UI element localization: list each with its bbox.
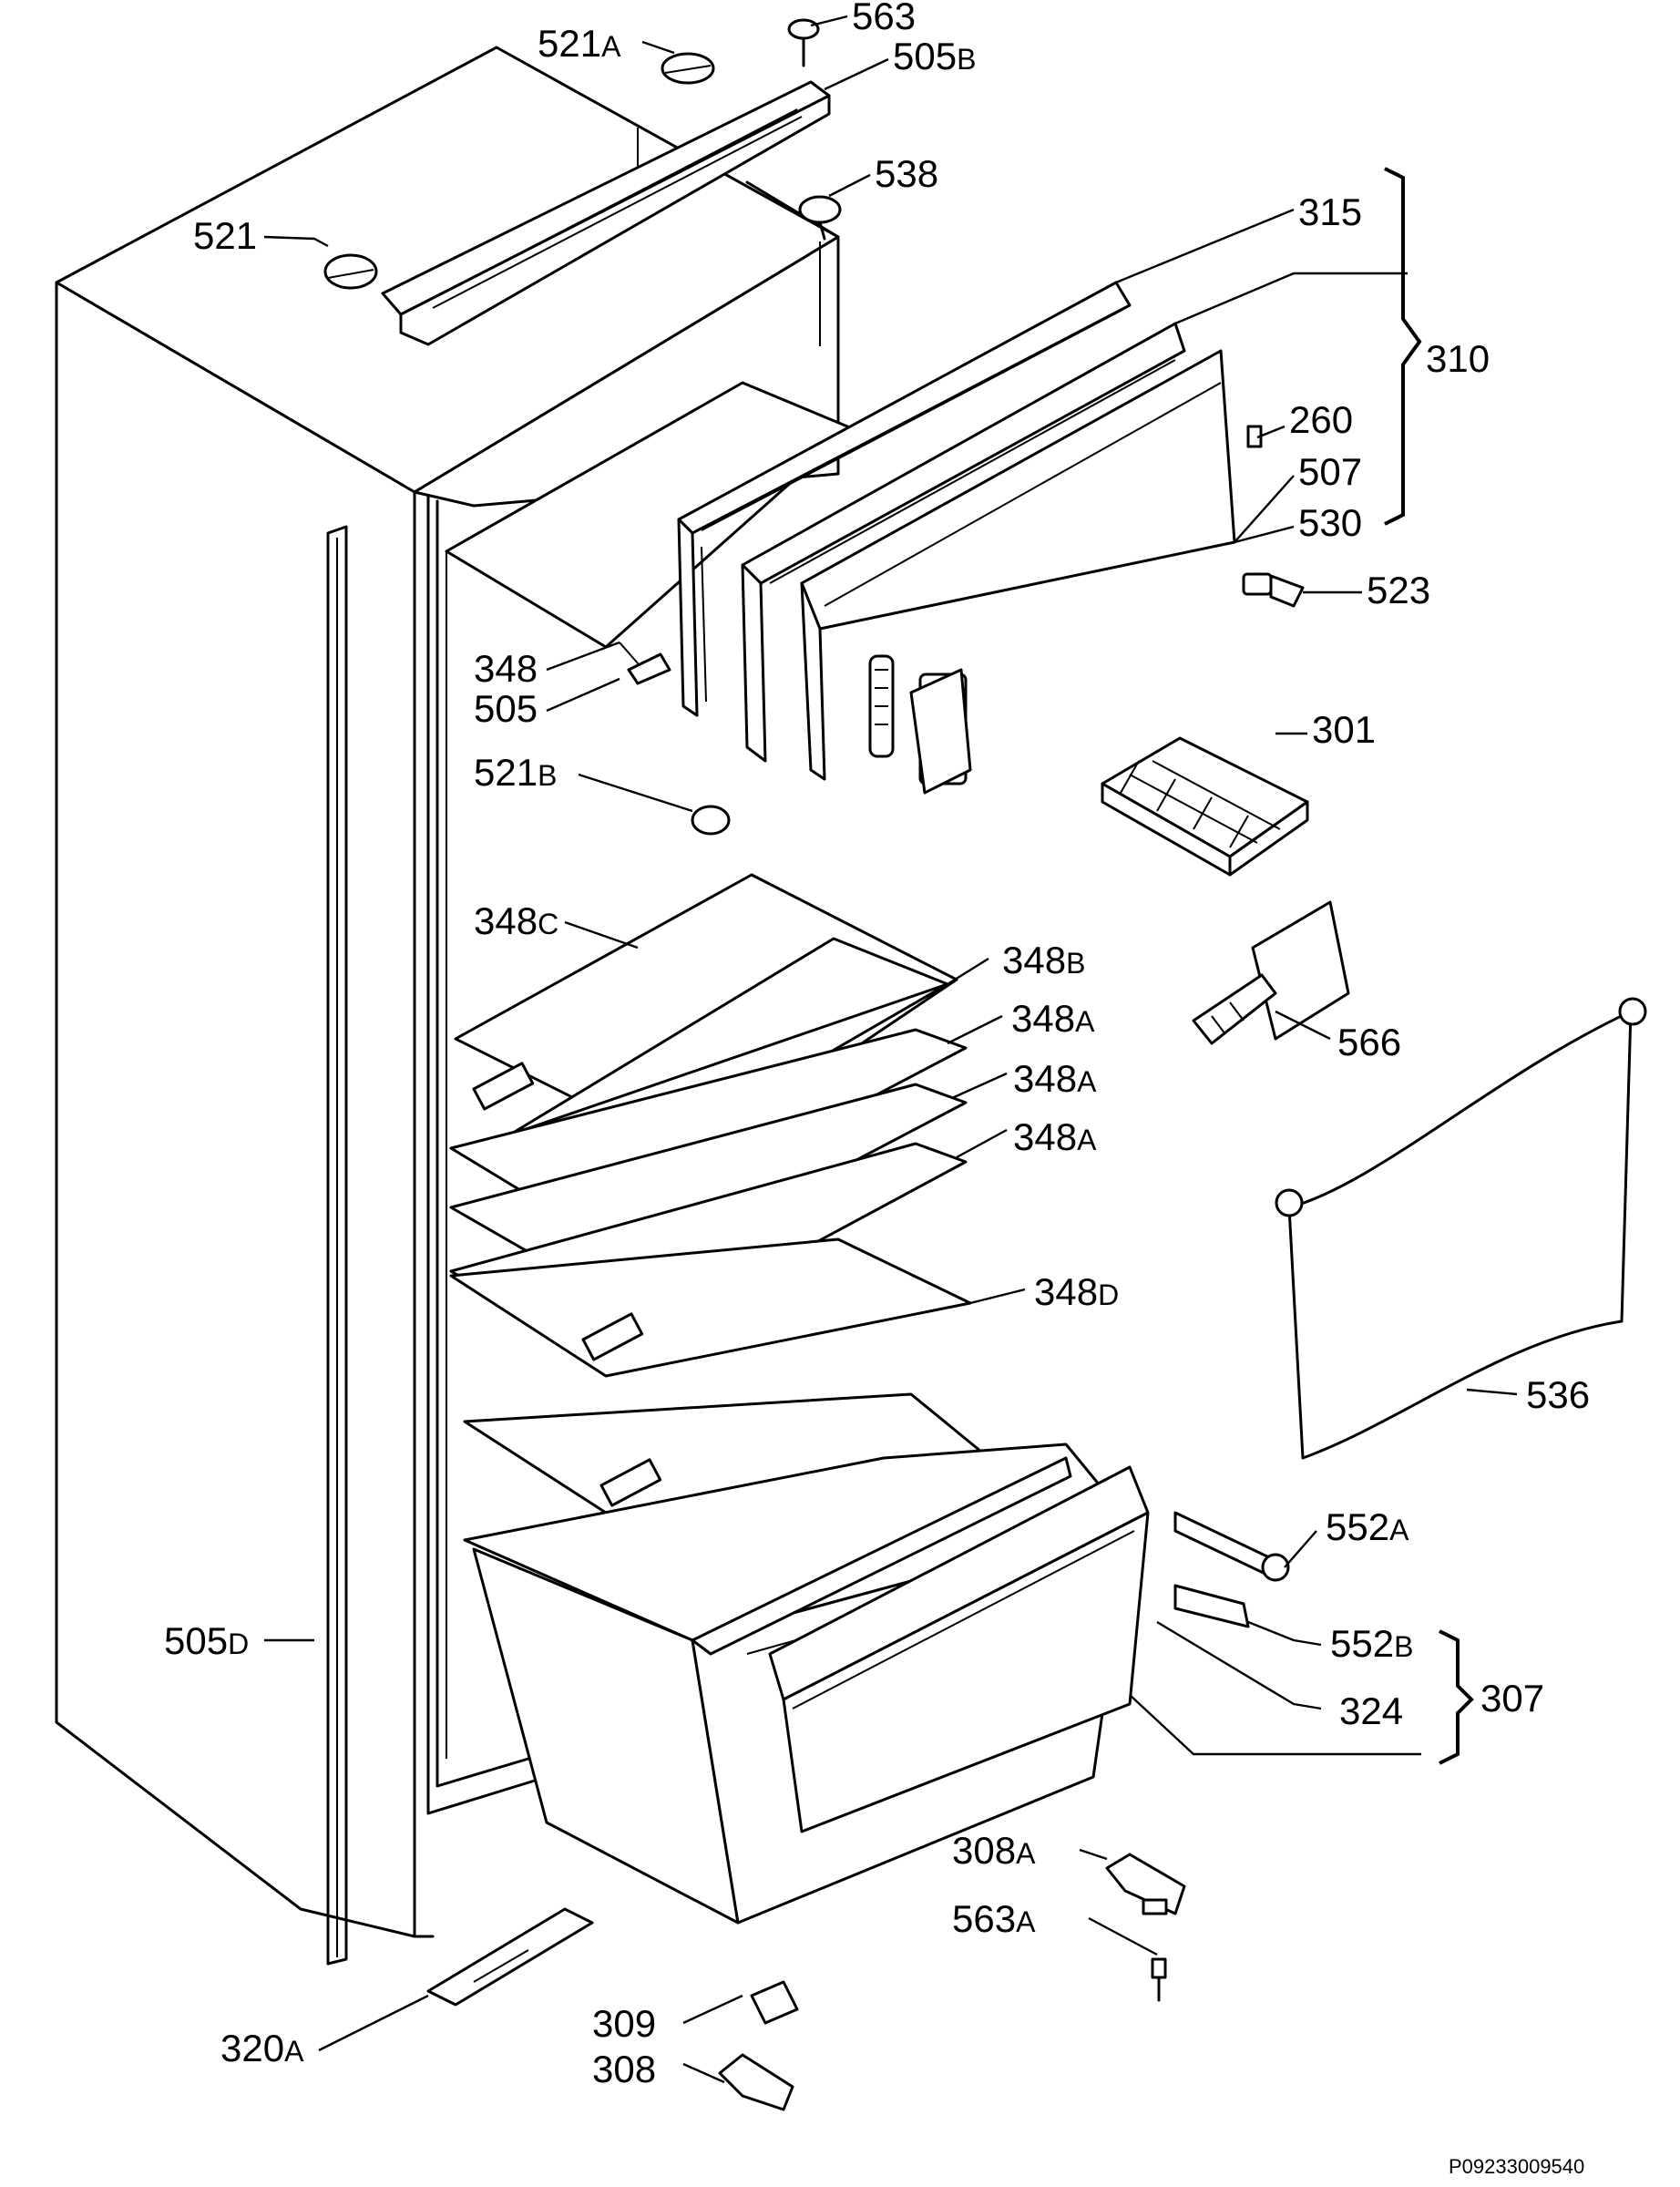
callout-348d: 348D <box>1034 1270 1119 1313</box>
callout-505d: 505D <box>164 1619 249 1662</box>
callout-538: 538 <box>875 152 938 195</box>
callout-348a-3: 348A <box>1013 1115 1097 1158</box>
document-id: P09233009540 <box>1449 2155 1584 2178</box>
freezer-door-panel-530 <box>800 349 1236 781</box>
bracket-310 <box>1384 167 1422 526</box>
freezer-door-frame-inner <box>741 322 1186 763</box>
freezer-door-frame-outer <box>677 281 1132 717</box>
callout-307: 307 <box>1480 1677 1544 1720</box>
callout-536: 536 <box>1526 1373 1590 1416</box>
ice-scraper-566 <box>1192 900 1350 1045</box>
callout-308a: 308A <box>952 1829 1036 1872</box>
callout-324: 324 <box>1339 1689 1403 1732</box>
bolt-563 <box>787 18 820 67</box>
callout-301: 301 <box>1312 708 1376 751</box>
door-bin-536 <box>1275 997 1647 1460</box>
callout-563: 563 <box>852 0 916 37</box>
drawer-front-panel <box>768 1465 1150 1833</box>
callout-309: 309 <box>592 2002 656 2045</box>
rail-552b <box>1173 1584 1250 1628</box>
pin-538 <box>798 195 842 241</box>
callout-563a: 563A <box>952 1897 1036 1940</box>
callout-348a-1: 348A <box>1011 997 1095 1040</box>
callout-310: 310 <box>1426 337 1490 380</box>
callout-505b: 505B <box>893 35 976 77</box>
callout-260: 260 <box>1289 398 1353 441</box>
block-309 <box>750 1980 799 2025</box>
callout-566: 566 <box>1337 1021 1401 1063</box>
door-handle-507 <box>909 668 972 795</box>
ice-tray-301 <box>1101 736 1309 877</box>
hinge-plate-320a <box>426 1907 594 2007</box>
callout-348: 348 <box>474 647 538 690</box>
top-rail-505b <box>381 80 831 346</box>
hinge-523 <box>1242 572 1305 608</box>
callout-308: 308 <box>592 2048 656 2090</box>
callout-320a: 320A <box>220 2027 304 2069</box>
callout-530: 530 <box>1298 501 1362 544</box>
callout-348c: 348C <box>474 899 558 942</box>
callout-507: 507 <box>1298 450 1362 493</box>
bracket-307 <box>1439 1629 1474 1765</box>
door-gasket-505d <box>326 525 348 1966</box>
bracket-308 <box>718 2053 794 2111</box>
plug-521b <box>691 805 731 836</box>
cap-521a <box>661 52 715 85</box>
spring-hinge <box>868 654 895 758</box>
callout-521b: 521B <box>474 751 557 794</box>
rail-552a <box>1173 1511 1290 1582</box>
callout-348b: 348B <box>1002 939 1085 981</box>
bracket-308a <box>1105 1853 1186 1915</box>
callout-523: 523 <box>1367 569 1430 611</box>
callout-552b: 552B <box>1330 1622 1413 1665</box>
callout-505: 505 <box>474 687 538 730</box>
callout-315: 315 <box>1298 190 1362 233</box>
callout-552a: 552A <box>1326 1505 1409 1548</box>
callout-348a-2: 348A <box>1013 1057 1097 1100</box>
leader-lines <box>263 15 1518 2084</box>
cap-521 <box>323 253 378 290</box>
callout-521: 521 <box>193 214 257 257</box>
callout-labels: 563 521A 505B 538 521 315 310 260 507 53… <box>164 0 1590 2090</box>
callout-521a: 521A <box>538 22 621 65</box>
screw-563a <box>1151 1957 1167 2002</box>
